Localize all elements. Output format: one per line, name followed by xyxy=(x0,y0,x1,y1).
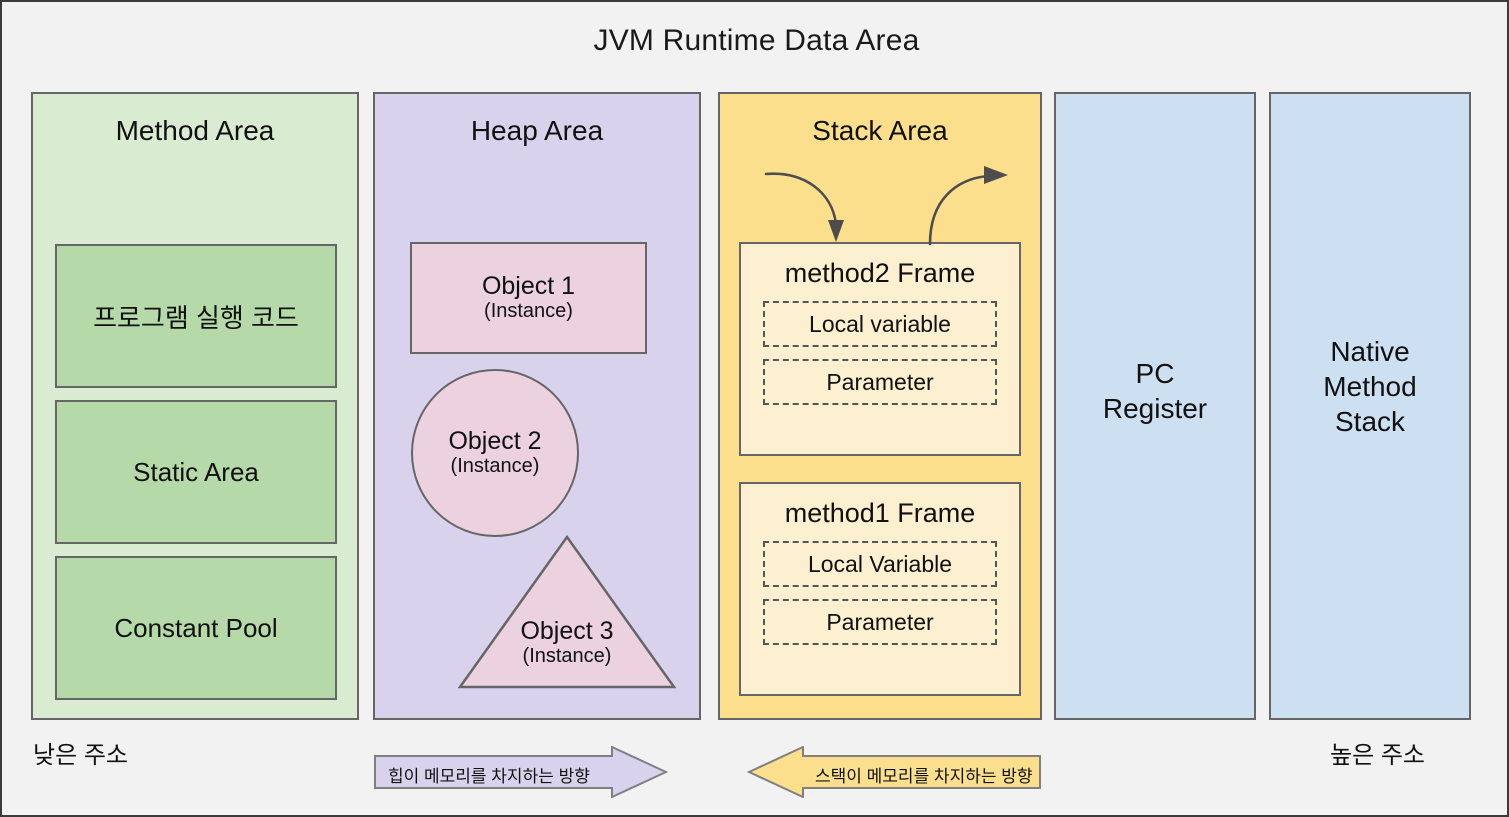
arrow-right-banner-icon xyxy=(374,746,668,798)
stack-frame-slot-parameter: Parameter xyxy=(763,359,997,405)
high-address-label: 높은 주소 xyxy=(1330,742,1425,769)
pc-register-panel: PC Register xyxy=(1054,92,1256,720)
stack-frame-slot-label: Local Variable xyxy=(807,550,953,577)
method-area-panel: Method Area 프로그램 실행 코드 Static Area Const… xyxy=(31,92,359,720)
pc-register-label-line1: PC xyxy=(1135,358,1175,389)
arrow-left-banner-icon xyxy=(747,746,1041,798)
heap-direction-banner-text: 힙이 메모리를 차지하는 방향 xyxy=(388,767,590,786)
heap-object-2: Object 2 (Instance) xyxy=(411,369,579,537)
stack-area-title: Stack Area xyxy=(812,115,948,146)
method-area-title: Method Area xyxy=(115,115,275,146)
method-area-box-label: Static Area xyxy=(133,456,259,487)
method-area-box-static-area: Static Area xyxy=(55,400,337,544)
stack-frame-slot-local-variable: Local variable xyxy=(763,301,997,347)
native-method-stack-panel: Native Method Stack xyxy=(1269,92,1471,720)
native-method-stack-label-line3: Stack xyxy=(1334,406,1406,437)
heap-object-1: Object 1 (Instance) xyxy=(410,242,647,354)
native-method-stack-label-line1: Native xyxy=(1330,336,1410,367)
stack-frame-slot-label: Local variable xyxy=(809,310,951,337)
stack-frame-method1: method1 Frame Local Variable Parameter xyxy=(739,482,1021,696)
stack-frame-title: method2 Frame xyxy=(784,258,976,288)
triangle-shape-icon xyxy=(457,534,677,689)
heap-object-name: Object 1 xyxy=(481,271,576,300)
heap-object-subtitle: (Instance) xyxy=(450,455,540,478)
stack-area-panel: Stack Area method2 Frame Local variable … xyxy=(718,92,1042,720)
stack-direction-banner: 스택이 메모리를 차지하는 방향 xyxy=(747,746,1041,798)
stack-frame-slot-parameter: Parameter xyxy=(763,599,997,645)
pc-register-label-line2: Register xyxy=(1102,393,1208,424)
low-address-label: 낮은 주소 xyxy=(33,742,128,769)
heap-direction-banner: 힙이 메모리를 차지하는 방향 xyxy=(374,746,668,798)
heap-object-name: Object 2 xyxy=(448,426,542,455)
method-area-box-constant-pool: Constant Pool xyxy=(55,556,337,700)
method-area-box-label: 프로그램 실행 코드 xyxy=(93,302,299,333)
stack-frame-slot-local-variable: Local Variable xyxy=(763,541,997,587)
stack-frame-title: method1 Frame xyxy=(784,498,976,528)
heap-object-subtitle: (Instance) xyxy=(522,645,612,668)
stack-frame-slot-label: Parameter xyxy=(826,368,934,395)
stack-direction-banner-text: 스택이 메모리를 차지하는 방향 xyxy=(815,767,1033,786)
method-area-box-program-code: 프로그램 실행 코드 xyxy=(55,244,337,388)
heap-area-title: Heap Area xyxy=(470,115,604,146)
heap-object-3: Object 3 (Instance) xyxy=(457,534,677,690)
method-area-box-label: Constant Pool xyxy=(114,612,278,643)
stack-frame-slot-label: Parameter xyxy=(826,608,934,635)
page-title: JVM Runtime Data Area xyxy=(593,24,920,57)
heap-object-name: Object 3 xyxy=(520,617,614,645)
native-method-stack-label-line2: Method xyxy=(1323,371,1417,402)
heap-object-subtitle: (Instance) xyxy=(484,300,573,323)
heap-area-panel: Heap Area Object 1 (Instance) Object 2 (… xyxy=(373,92,701,720)
stack-frame-method2: method2 Frame Local variable Parameter xyxy=(739,242,1021,456)
